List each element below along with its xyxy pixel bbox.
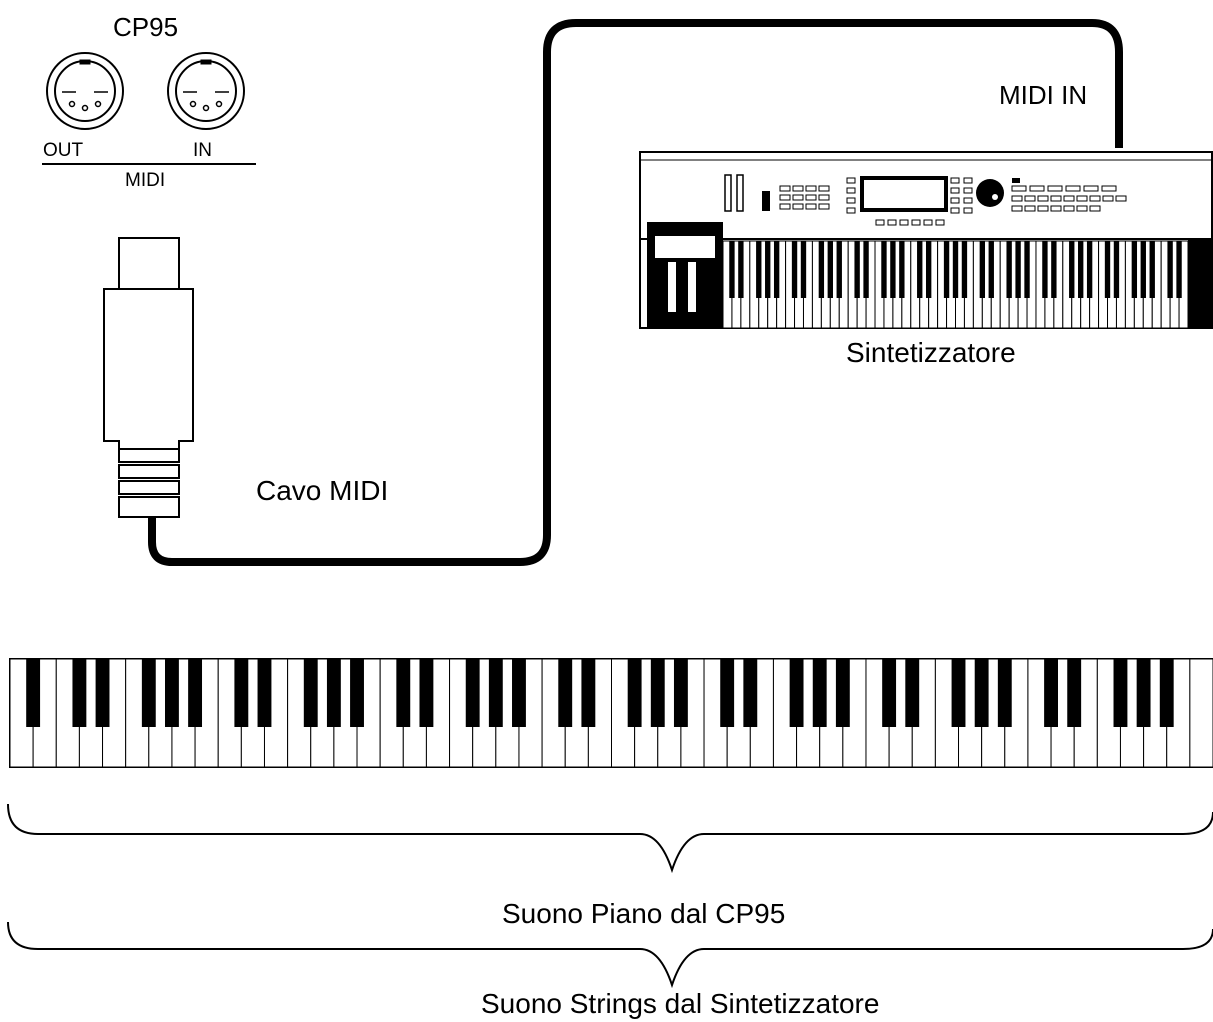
main-keyboard	[9, 658, 1213, 768]
in-label: IN	[193, 140, 212, 161]
black-key	[1067, 659, 1082, 727]
black-key	[943, 241, 950, 298]
black-key	[800, 241, 807, 298]
black-key	[738, 241, 744, 298]
black-key	[1051, 241, 1057, 298]
black-key	[1131, 241, 1138, 298]
black-key	[961, 241, 968, 298]
black-key	[1113, 241, 1120, 298]
black-key	[303, 659, 318, 727]
black-key	[188, 659, 203, 727]
out-label: OUT	[43, 140, 84, 161]
piano-zone-label: Suono Piano dal CP95	[502, 898, 786, 929]
black-key	[1104, 241, 1111, 298]
synthesizer	[639, 151, 1213, 329]
midi-cable	[148, 19, 1123, 566]
black-key	[789, 659, 804, 727]
black-key	[419, 659, 434, 727]
black-key	[988, 241, 994, 298]
synth-keyboard	[722, 240, 1189, 329]
black-key	[836, 241, 842, 298]
midi-in-port	[167, 52, 245, 130]
black-key	[729, 241, 735, 298]
strings-zone-label: Suono Strings dal Sintetizzatore	[481, 988, 880, 1019]
midi-out-port	[46, 52, 124, 130]
piano-zone-brace	[7, 803, 1213, 874]
midi-cable-label: Cavo MIDI	[256, 475, 389, 506]
black-key	[488, 659, 503, 727]
black-key	[952, 241, 959, 298]
black-key	[812, 659, 827, 727]
black-key	[1159, 659, 1174, 727]
black-key	[1149, 241, 1155, 298]
black-key	[863, 241, 869, 298]
black-key	[165, 659, 179, 727]
black-key	[899, 241, 905, 298]
black-key	[1015, 241, 1021, 298]
black-key	[141, 659, 156, 727]
strings-zone-brace	[7, 921, 1213, 989]
black-key	[558, 659, 573, 727]
black-key	[512, 659, 526, 727]
black-key	[951, 659, 966, 727]
black-key	[720, 659, 735, 727]
black-key	[627, 659, 642, 727]
black-key	[1042, 241, 1048, 298]
black-key	[326, 659, 341, 727]
black-key	[1167, 241, 1173, 298]
black-key	[882, 659, 897, 727]
black-key	[1176, 241, 1182, 298]
black-key	[905, 659, 920, 727]
black-key	[1044, 659, 1058, 727]
black-key	[581, 659, 596, 727]
black-key	[756, 241, 762, 298]
black-key	[1140, 241, 1146, 298]
black-key	[1006, 241, 1012, 298]
black-key	[1078, 241, 1084, 298]
black-key	[743, 659, 758, 727]
cp95-label: CP95	[113, 12, 179, 42]
white-key	[1189, 658, 1213, 768]
black-key	[854, 241, 860, 298]
black-key	[1086, 241, 1093, 298]
black-key	[465, 659, 480, 727]
black-key	[890, 241, 896, 298]
black-key	[673, 659, 688, 727]
black-key	[881, 241, 887, 298]
black-key	[925, 241, 932, 298]
black-key	[72, 659, 87, 727]
black-key	[773, 241, 780, 298]
black-key	[95, 659, 110, 727]
black-key	[835, 659, 850, 727]
black-key	[1136, 659, 1151, 727]
black-key	[396, 659, 411, 727]
black-key	[827, 241, 833, 298]
black-key	[26, 659, 41, 727]
black-key	[1024, 241, 1030, 298]
black-key	[917, 241, 923, 298]
black-key	[765, 241, 771, 298]
black-key	[257, 659, 272, 727]
black-key	[979, 241, 986, 298]
black-key	[818, 241, 825, 298]
midi-in-label: MIDI IN	[999, 80, 1088, 110]
black-key	[974, 659, 989, 727]
synthesizer-label: Sintetizzatore	[846, 337, 1016, 368]
black-key	[1113, 659, 1128, 727]
black-key	[1069, 241, 1075, 298]
midi-plug	[103, 237, 194, 518]
black-key	[791, 241, 798, 298]
black-key	[350, 659, 364, 727]
black-key	[234, 659, 249, 727]
midi-label: MIDI	[125, 170, 166, 191]
black-key	[997, 659, 1012, 727]
black-key	[650, 659, 665, 727]
